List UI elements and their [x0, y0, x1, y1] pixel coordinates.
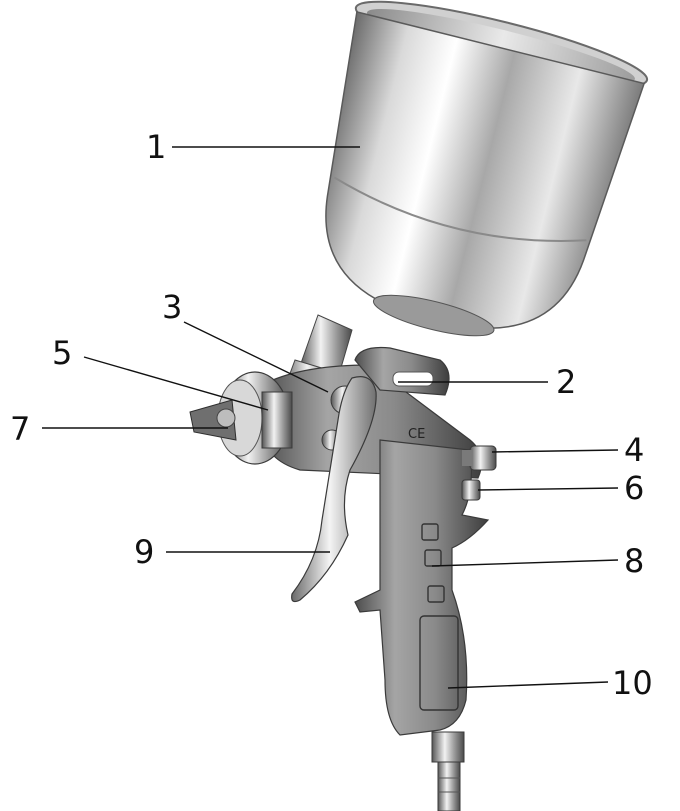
pattern-adjust-knob [461, 479, 481, 501]
paint-cup [325, 0, 649, 337]
callout-8: 8 [624, 542, 644, 580]
leader-line-5 [83, 356, 269, 411]
callout-2: 2 [556, 363, 576, 401]
air-cap-nozzle [189, 399, 237, 441]
callout-7: 7 [10, 410, 30, 448]
air-fitting [431, 731, 465, 811]
callout-6: 6 [624, 469, 644, 507]
leader-line-4 [491, 449, 619, 453]
fluid-adjust-knob [469, 445, 497, 471]
leader-line-3 [183, 321, 329, 393]
ce-mark-icon: CE [408, 427, 425, 442]
callout-5: 5 [52, 334, 72, 372]
callout-10: 10 [612, 664, 653, 702]
leader-line-6 [477, 487, 619, 491]
trigger [291, 376, 377, 603]
handle-grip [354, 439, 490, 736]
callout-1: 1 [146, 128, 166, 166]
callout-3: 3 [162, 288, 182, 326]
callout-9: 9 [134, 533, 154, 571]
leader-line-10 [447, 681, 609, 689]
callout-4: 4 [624, 431, 644, 469]
leader-line-8 [431, 559, 619, 567]
gun-body: CE [261, 346, 497, 736]
